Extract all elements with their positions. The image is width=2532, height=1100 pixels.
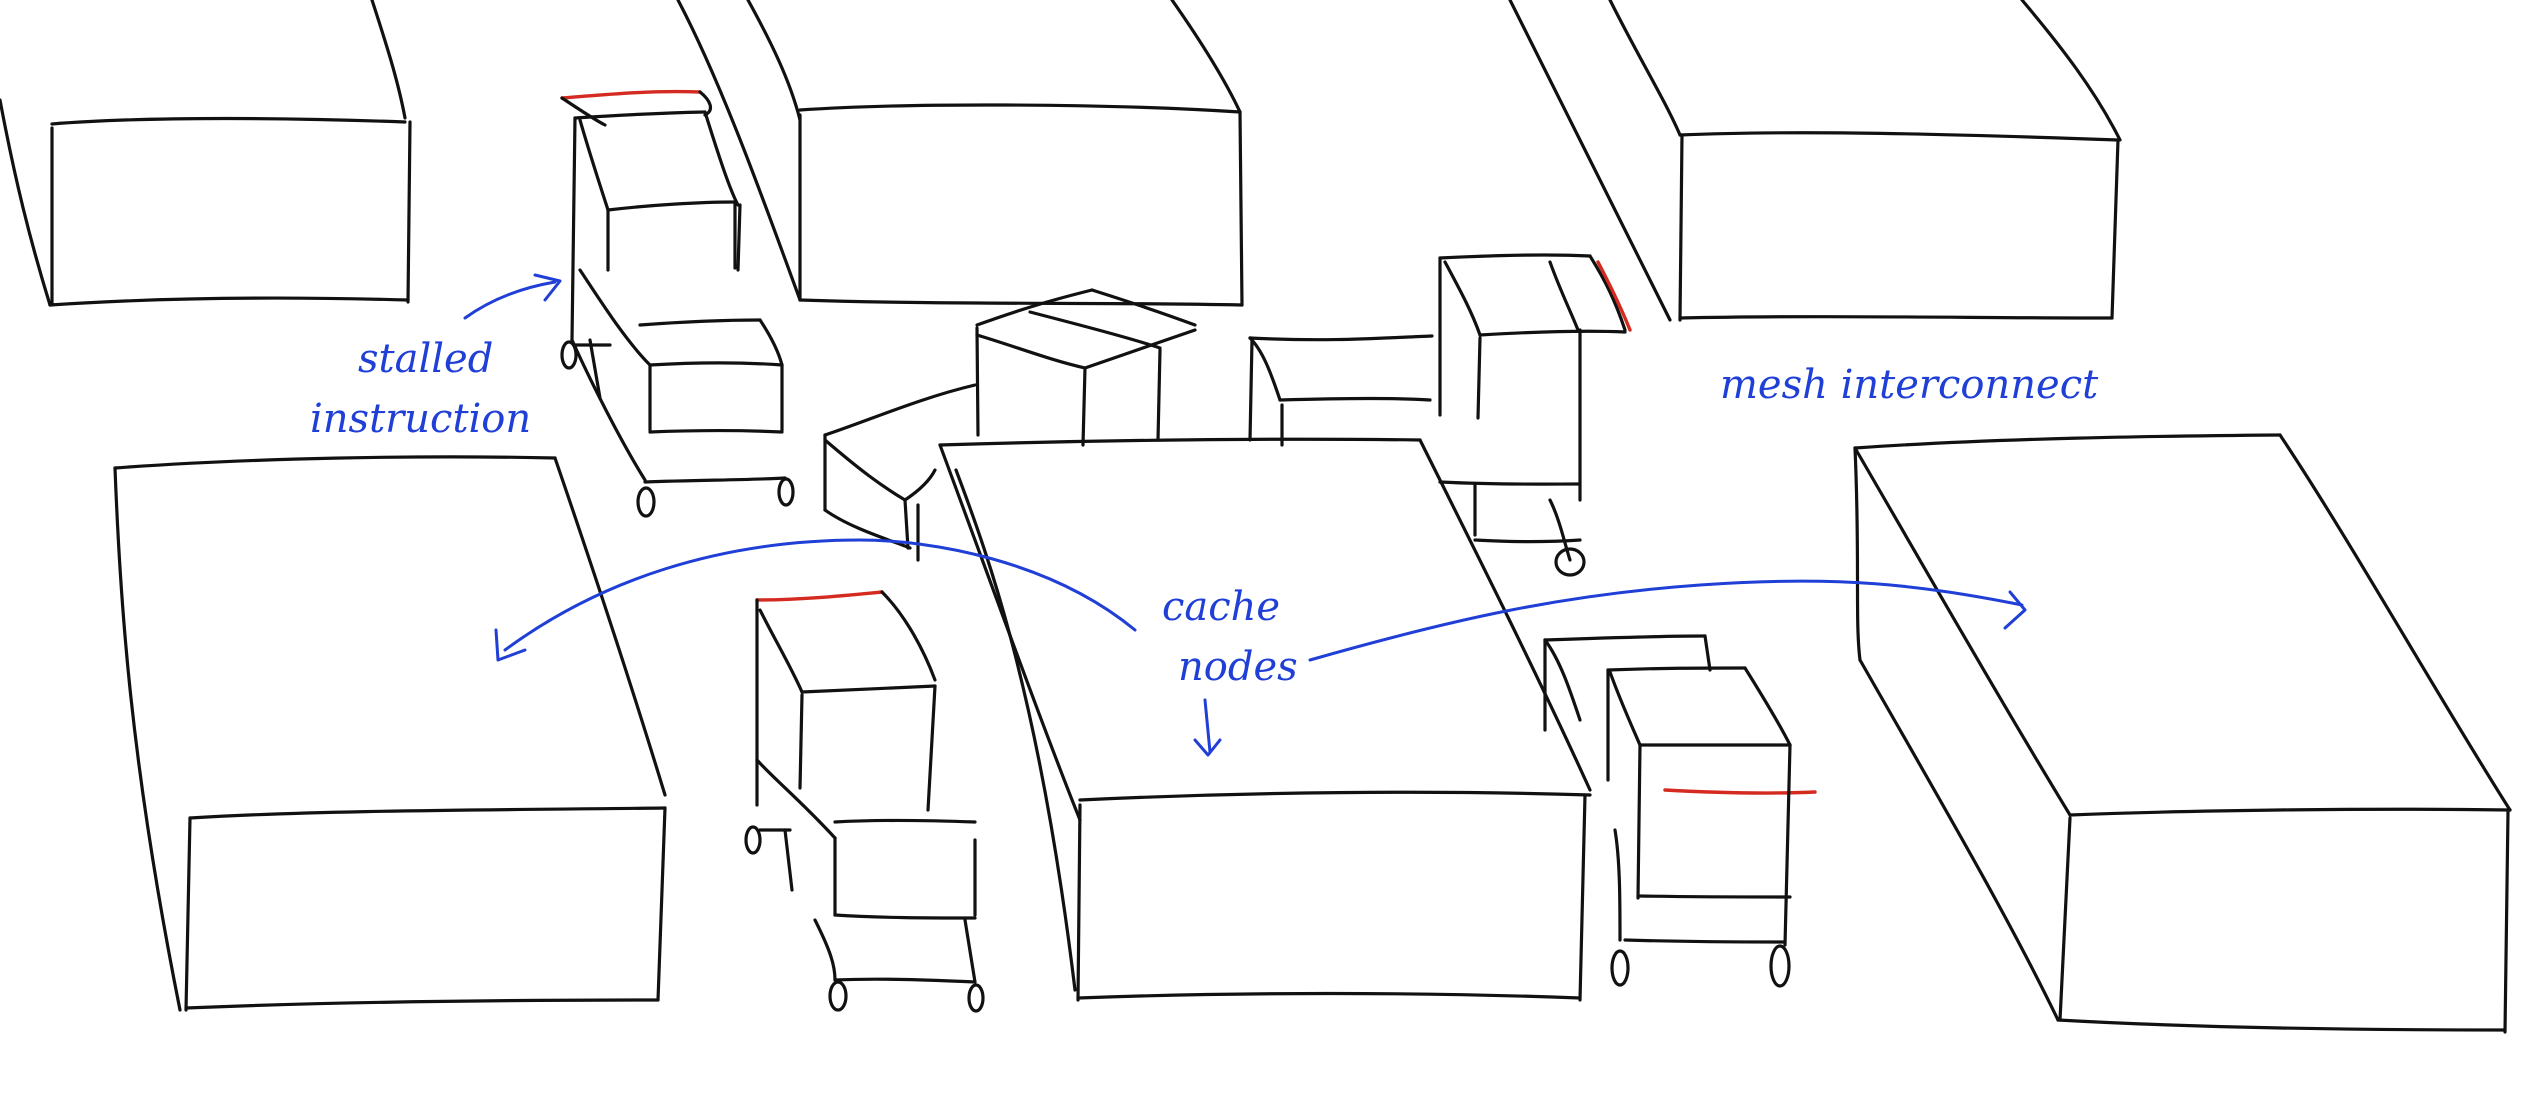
block-bottom-right	[1853, 433, 2512, 1034]
block-bottom-left	[113, 455, 667, 1012]
small-box-bottom-right	[1543, 634, 1712, 732]
block-top-center	[676, 0, 1244, 307]
annotation-mesh-label: mesh interconnect	[1720, 362, 2099, 408]
cart-top-left	[560, 89, 795, 518]
arrow-cache-to-right-block	[1308, 579, 2024, 662]
arrow-stalled-to-cart	[463, 280, 557, 320]
cart-top-left-red-edge	[560, 89, 702, 100]
annotation-stalled-line2: instruction	[310, 396, 531, 442]
annotation-stalled-instruction: stalled instruction	[310, 273, 562, 442]
annotation-cache-nodes: cache nodes	[494, 538, 2027, 757]
cart-right-upper	[1438, 253, 1632, 577]
cart-right-lower-red-edge	[1663, 788, 1817, 795]
cart-right-lower	[1606, 666, 1817, 988]
annotation-cache-line1: cache	[1162, 584, 1280, 630]
block-top-left	[0, 0, 412, 307]
block-bottom-center	[938, 437, 1592, 1002]
arrowhead-left-icon	[494, 628, 527, 662]
arrowhead-stalled-icon	[533, 273, 562, 302]
cart-bottom-center	[744, 590, 985, 1013]
block-top-right	[1508, 0, 2122, 322]
cart-right-upper-red-edge	[1596, 260, 1632, 332]
connector-box-right	[1248, 334, 1434, 447]
annotation-mesh-interconnect: mesh interconnect	[1720, 362, 2099, 408]
arrow-cache-down	[1203, 698, 1212, 754]
annotation-cache-line2: nodes	[1178, 644, 1298, 690]
arrowhead-down-icon	[1193, 738, 1222, 757]
arrowhead-right-icon	[2003, 590, 2027, 630]
stacked-box-center	[975, 288, 1197, 447]
arrow-cache-to-left-block	[503, 538, 1137, 652]
annotation-stalled-line1: stalled	[358, 336, 493, 382]
cart-bottom-center-red-edge	[755, 590, 884, 602]
connector-box-left	[823, 383, 977, 562]
